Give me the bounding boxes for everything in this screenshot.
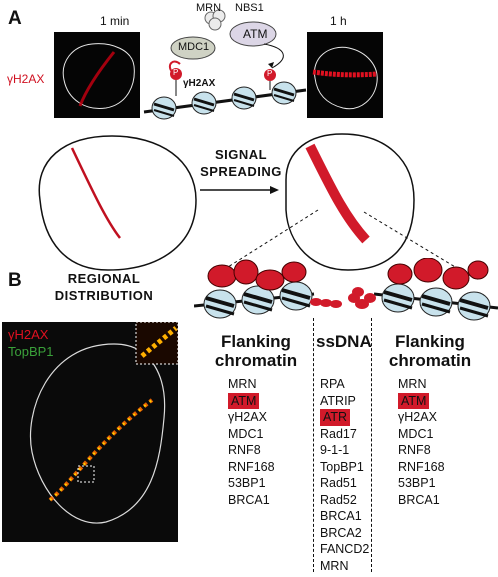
protein-list-item: ATR <box>318 409 369 426</box>
protein-list-item: TopBP1 <box>320 459 364 474</box>
heading-line: chromatin <box>388 351 472 370</box>
spreading-line: SPREADING <box>200 164 282 179</box>
column-heading-ssdna: ssDNA <box>316 332 372 351</box>
nucleosome <box>241 285 275 315</box>
heading-line: Flanking <box>221 332 291 351</box>
nucleosome <box>279 281 313 311</box>
signal-line: SIGNAL <box>214 147 268 162</box>
signal-spreading-label: SIGNAL SPREADING <box>196 146 286 180</box>
nucleosome <box>231 86 257 110</box>
column-heading-flanking-right: Flanking chromatin <box>380 332 480 370</box>
nucleosome <box>381 283 415 313</box>
protein-list-item: RNF8 <box>398 443 431 457</box>
protein-list-item: MDC1 <box>228 426 264 441</box>
regional-distribution-label: REGIONAL DISTRIBUTION <box>30 270 178 304</box>
column-heading-flanking-left: Flanking chromatin <box>206 332 306 370</box>
protein-list-item: ATRIP <box>320 393 356 408</box>
protein-list-item: 53BP1 <box>398 476 436 490</box>
distribution-line: DISTRIBUTION <box>54 288 154 303</box>
protein-list-item: ATM <box>226 392 275 409</box>
regional-line: REGIONAL <box>67 271 141 286</box>
protein-complex-diagram <box>143 9 307 120</box>
protein-list-item: RNF168 <box>228 459 275 474</box>
heading-line: chromatin <box>214 351 298 370</box>
protein-list-item: Rad51 <box>320 476 357 490</box>
label-atm: ATM <box>243 27 268 41</box>
nucleosome <box>151 96 177 120</box>
heading-line: Flanking <box>395 332 465 351</box>
protein-list-item: RNF168 <box>398 459 445 474</box>
protein-list-item: BRCA1 <box>228 492 270 507</box>
heading-line: ssDNA <box>316 332 372 351</box>
protein-list-item: 9-1-1 <box>320 443 350 457</box>
label-mdc1: MDC1 <box>178 41 210 53</box>
time-label-1min: 1 min <box>100 14 130 28</box>
protein-list-item: γH2AX <box>228 410 267 424</box>
protein-list-item: MRN <box>228 377 257 391</box>
protein-list-item: BRCA1 <box>398 492 440 507</box>
column-divider <box>371 318 372 572</box>
protein-list-item: FANCD2 <box>320 542 370 556</box>
protein-list-item: BRCA2 <box>320 525 362 540</box>
stain-label-gamma-h2ax: γH2AX <box>8 327 49 342</box>
protein-list-item: Rad17 <box>320 426 357 441</box>
micrograph-1min <box>54 32 140 118</box>
label-gamma-h2ax-protein: γH2AX <box>183 78 216 89</box>
time-label-1h: 1 h <box>330 14 347 28</box>
protein-list-item: RNF8 <box>228 443 261 457</box>
protein-list-item: 53BP1 <box>228 476 266 490</box>
nucleosome <box>419 287 453 317</box>
protein-list-item: BRCA1 <box>320 509 362 523</box>
label-phospho-2: P <box>267 69 273 78</box>
nucleosome <box>457 291 491 321</box>
protein-list-item: ATM <box>396 392 445 409</box>
protein-list-item: Rad52 <box>320 492 357 507</box>
protein-list-item: γH2AX <box>398 410 437 424</box>
protein-list-item: RPA <box>320 377 345 391</box>
micrograph-regional <box>2 321 179 542</box>
label-mrn: MRN <box>196 2 222 14</box>
label-phospho-1: P <box>173 68 179 77</box>
chromatin-ssdna-diagram <box>194 258 498 321</box>
protein-list-item: MRN <box>320 558 349 573</box>
signal-spreading-diagram <box>38 133 478 280</box>
protein-list-item: MRN <box>398 377 427 391</box>
label-nbs1: NBS1 <box>235 2 264 14</box>
nucleosome <box>191 91 217 115</box>
panel-a-letter: A <box>8 8 22 29</box>
protein-list-item: MDC1 <box>398 426 434 441</box>
micrograph-1h <box>307 32 383 118</box>
column-divider <box>313 318 314 572</box>
nucleosome <box>271 81 297 105</box>
panel-b-letter: B <box>8 270 22 291</box>
nucleosome <box>203 289 237 319</box>
gamma-h2ax-label: γH2AX <box>7 72 45 86</box>
stain-label-topbp1: TopBP1 <box>8 344 54 359</box>
